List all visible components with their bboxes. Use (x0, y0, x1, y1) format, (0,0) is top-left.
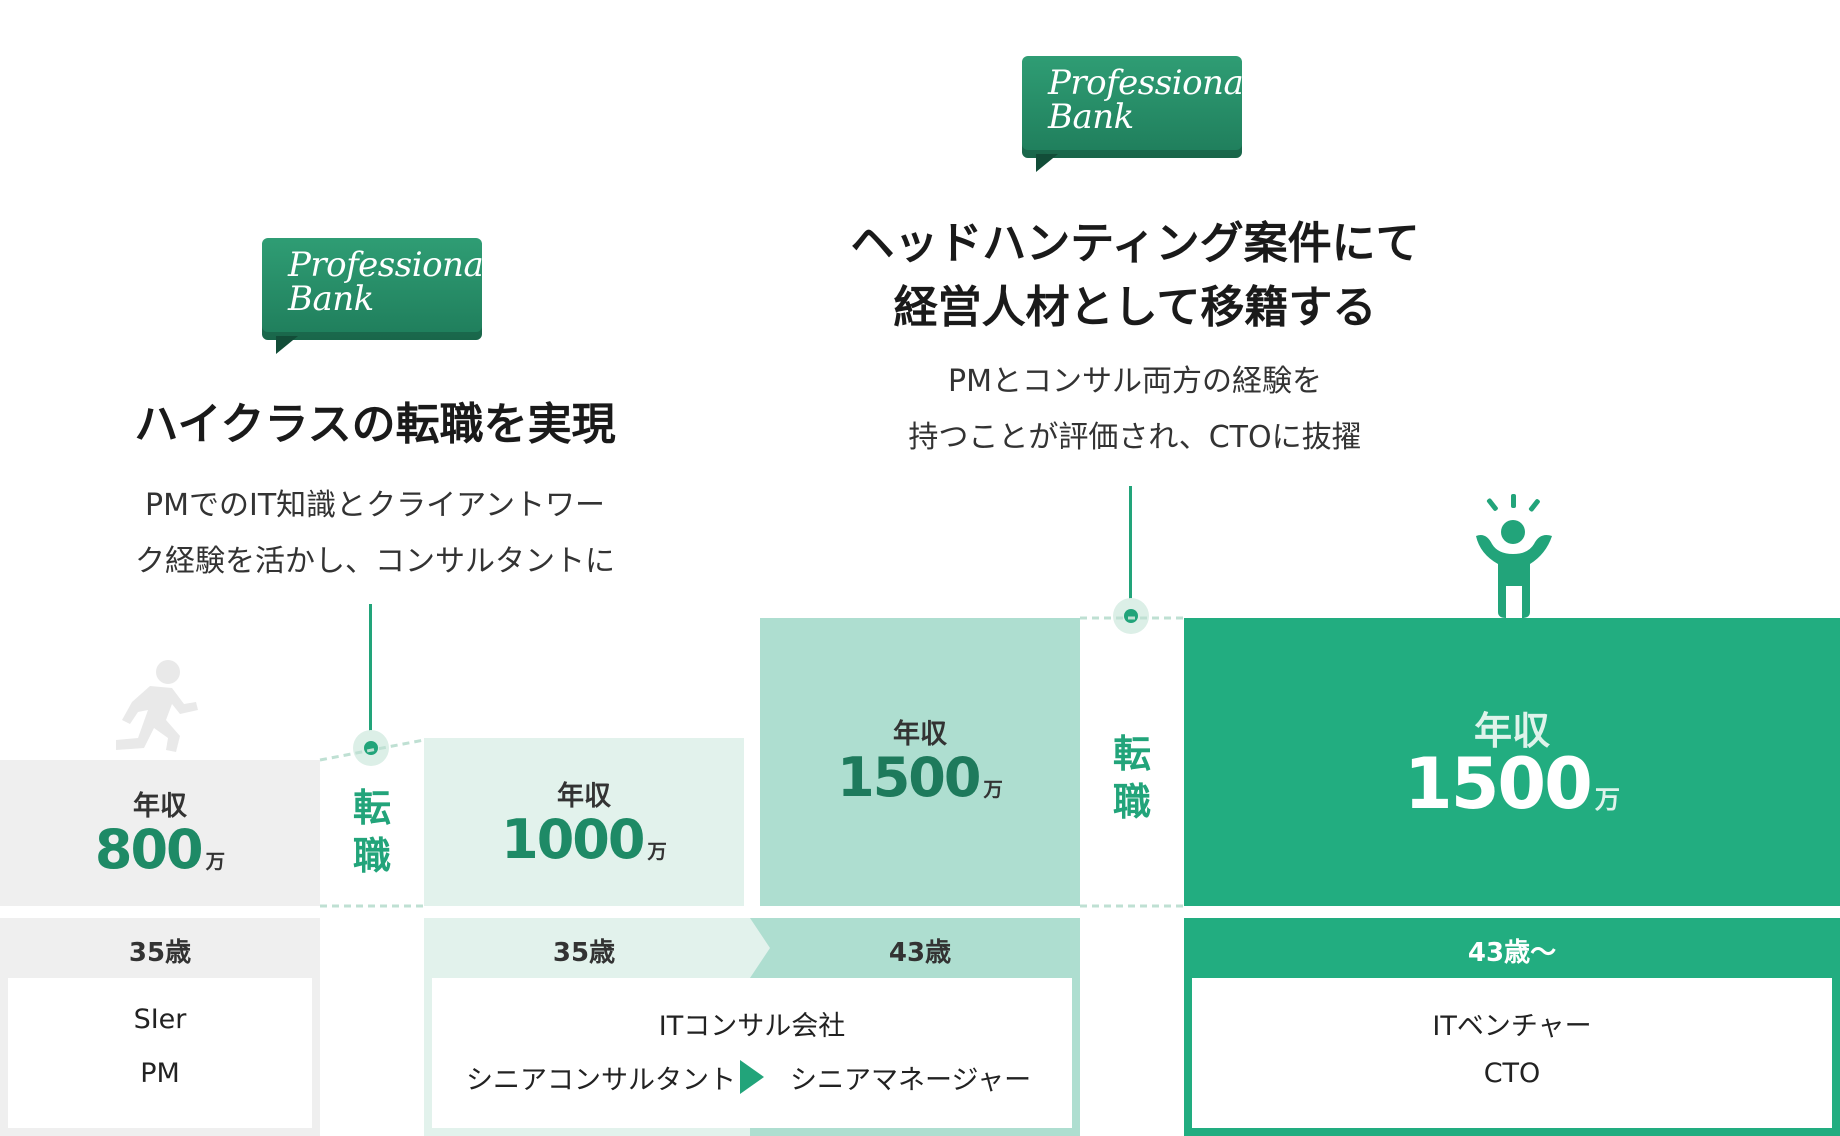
career-age-start-consulting: 35歳 (552, 938, 616, 968)
role-from: シニアコンサルタント (466, 1065, 736, 1096)
logo-line2: Bank (288, 279, 374, 319)
salary-unit: 万 (1594, 785, 1620, 814)
left-connector-line (369, 604, 372, 744)
career-age-venture: 43歳〜 (1467, 938, 1557, 968)
salary-label: 年収 (557, 781, 611, 812)
logo-line1: Professional (1048, 63, 1254, 103)
salary-unit: 万 (647, 840, 667, 863)
salary-number: 1500 (1403, 743, 1593, 825)
logo-line1: Professional (288, 245, 494, 285)
right-heading-line2: 経営人材として移籍する (893, 282, 1377, 333)
salary-number: 800 (94, 818, 204, 881)
career-age-end-consulting: 43歳 (888, 938, 952, 968)
running-person-icon (116, 660, 198, 752)
role-progression: シニアコンサルタント シニアマネージャー (432, 1058, 1072, 1098)
right-description: PMとコンサル両方の経験を 持つことが評価され、CTOに抜擢 (820, 354, 1450, 466)
role-name: CTO (1483, 1058, 1541, 1089)
left-description: PMでのIT知識とクライアントワー ク経験を活かし、コンサルタントに (90, 478, 660, 590)
professional-bank-logo: Professional Bank (262, 238, 494, 354)
career-card-venture: ITベンチャー CTO (1192, 978, 1832, 1128)
salary-number: 1000 (501, 808, 645, 871)
salary-unit: 万 (983, 778, 1003, 801)
salary-label: 年収 (1473, 709, 1550, 753)
career-age-sier: 35歳 (128, 938, 192, 968)
right-heading-line1: ヘッドハンティング案件にて (850, 218, 1420, 269)
career-card-consulting: ITコンサル会社 シニアコンサルタント シニアマネージャー (432, 978, 1072, 1128)
arrow-right-icon (740, 1060, 764, 1094)
salary-number: 1500 (837, 746, 981, 809)
company-name: ITベンチャー (1432, 1011, 1592, 1042)
right-desc-line1: PMとコンサル両方の経験を (948, 364, 1322, 399)
right-connector-line (1129, 486, 1132, 614)
logo-line2: Bank (1048, 97, 1134, 137)
left-heading: ハイクラスの転職を実現 (134, 399, 616, 450)
left-desc-line2: ク経験を活かし、コンサルタントに (135, 544, 615, 579)
role-to: シニアマネージャー (790, 1065, 1032, 1096)
right-desc-line2: 持つことが評価され、CTOに抜擢 (908, 420, 1362, 455)
company-name: ITコンサル会社 (658, 1011, 846, 1042)
transition-label-2: 転職 (1112, 732, 1151, 824)
right-heading: ヘッドハンティング案件にて 経営人材として移籍する (820, 212, 1450, 340)
role-name: PM (140, 1058, 180, 1089)
career-card-sier: SIer PM (8, 978, 312, 1128)
left-desc-line1: PMでのIT知識とクライアントワー (145, 488, 605, 523)
transition-label-1: 転職 (352, 786, 391, 878)
salary-label: 年収 (893, 719, 947, 750)
cheering-person-icon (1476, 494, 1552, 618)
company-name: SIer (133, 1004, 187, 1035)
salary-unit: 万 (205, 850, 226, 873)
salary-label: 年収 (133, 791, 187, 822)
professional-bank-logo: Professional Bank (1022, 56, 1254, 172)
